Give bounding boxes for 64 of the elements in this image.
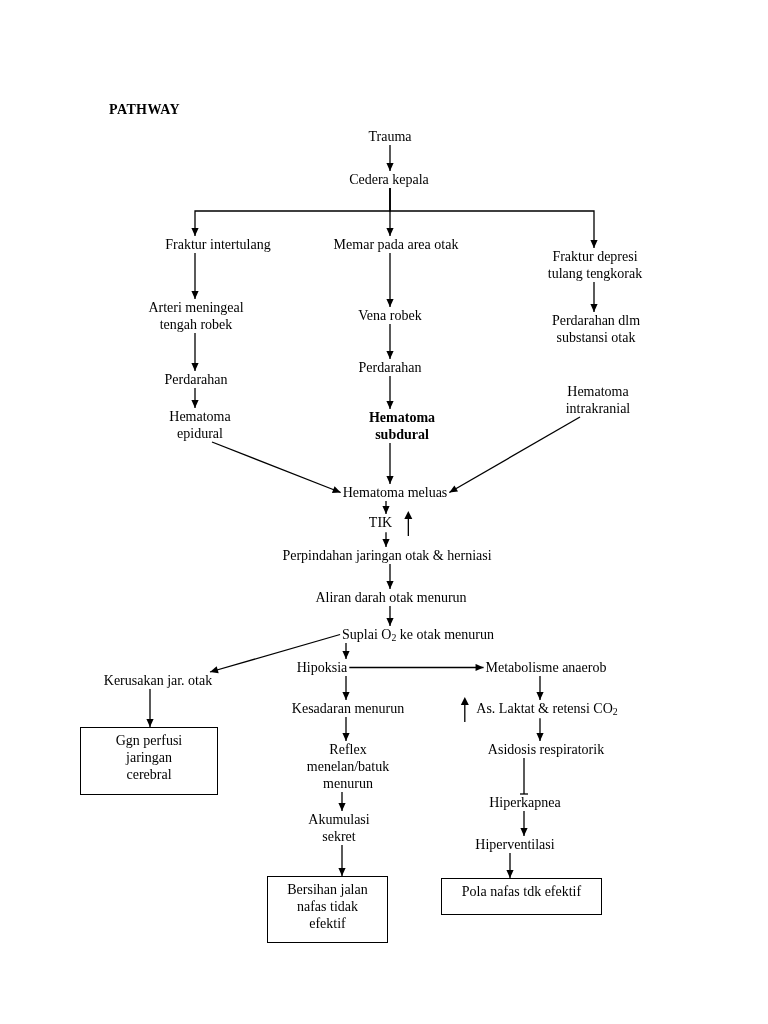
pathway-step: Hipoksia — [294, 659, 350, 676]
pathway-step: Aliran darah otak menurun — [313, 589, 469, 606]
arrow — [520, 810, 528, 837]
pathway-step: Hiperventilasi — [473, 836, 557, 853]
pathway-step: Hematoma subdural — [358, 409, 446, 443]
pathway-step: Vena robek — [356, 307, 424, 324]
pathway-step: Perpindahan jaringan otak & herniasi — [280, 547, 494, 564]
bar-ended-line — [519, 757, 529, 795]
arrow — [348, 663, 485, 672]
arrow — [191, 252, 199, 300]
diagram-title: PATHWAY — [109, 101, 180, 118]
arrow — [382, 531, 390, 548]
pathway-step: Cedera kepala — [347, 171, 431, 188]
arrow — [209, 633, 341, 674]
pathway-step: Hematoma intrakranial — [552, 383, 644, 417]
pathway-step: Perdarahan — [162, 371, 230, 388]
pathway-step: Reflex menelan/batuk menurun — [296, 741, 400, 792]
arrow — [386, 375, 394, 410]
arrow — [386, 144, 394, 172]
arrow — [386, 323, 394, 360]
arrow — [146, 688, 154, 728]
arrow — [191, 387, 199, 409]
arrow — [338, 791, 346, 812]
pathway-step: Hiperkapnea — [487, 794, 563, 811]
pathway-step: Fraktur depresi tulang tengkorak — [536, 248, 654, 282]
diagnosis-text: Bersihan jalan nafas tidak efektif — [286, 881, 369, 932]
arrow — [386, 605, 394, 627]
arrow — [382, 500, 390, 515]
pathway-step: Arteri meningeal tengah robek — [140, 299, 252, 333]
pathway-step: TIK — [368, 515, 393, 530]
pathway-step: Hematoma meluas — [340, 484, 450, 501]
diagnosis-box — [267, 876, 388, 943]
arrow — [389, 187, 598, 249]
diagnosis-text: Pola nafas tdk efektif — [460, 883, 583, 900]
arrow — [342, 675, 350, 701]
arrow — [386, 442, 394, 485]
arrow — [338, 844, 346, 877]
diagnosis-text: Ggn perfusi jaringan cerebral — [114, 732, 184, 783]
arrow — [448, 416, 581, 494]
pathway-step: As. Laktat & retensi CO$_{2}$ — [476, 701, 618, 716]
diagnosis-box — [80, 727, 218, 795]
pathway-step: Perdarahan dlm substansi otak — [540, 312, 652, 346]
diagnosis-box — [441, 878, 602, 915]
pathway-step: Kerusakan jar. otak — [101, 672, 215, 689]
pathway-step: Metabolisme anaerob — [483, 659, 609, 676]
arrow — [536, 717, 544, 742]
pathway-step: Hematoma epidural — [160, 408, 240, 442]
arrow — [506, 852, 514, 879]
pathway-step: Trauma — [366, 128, 414, 145]
pathway-step: Fraktur intertulang — [163, 236, 273, 253]
arrow — [191, 332, 199, 372]
arrow — [590, 281, 598, 313]
arrow — [342, 716, 350, 742]
arrow — [342, 642, 350, 660]
arrow — [386, 563, 394, 590]
pathway-step: Asidosis respiratorik — [485, 741, 607, 758]
pathway-step: Akumulasi sekret — [301, 811, 377, 845]
pathway-step: Memar pada area otak — [331, 236, 461, 253]
pathway-step: Suplai O$_{2}$ ke otak menurun — [340, 626, 496, 643]
arrow — [211, 441, 342, 494]
arrow — [386, 252, 394, 308]
pathway-step: Kesadaran menurun — [289, 700, 407, 717]
pathway-step: Perdarahan — [356, 359, 424, 376]
arrow — [536, 675, 544, 701]
